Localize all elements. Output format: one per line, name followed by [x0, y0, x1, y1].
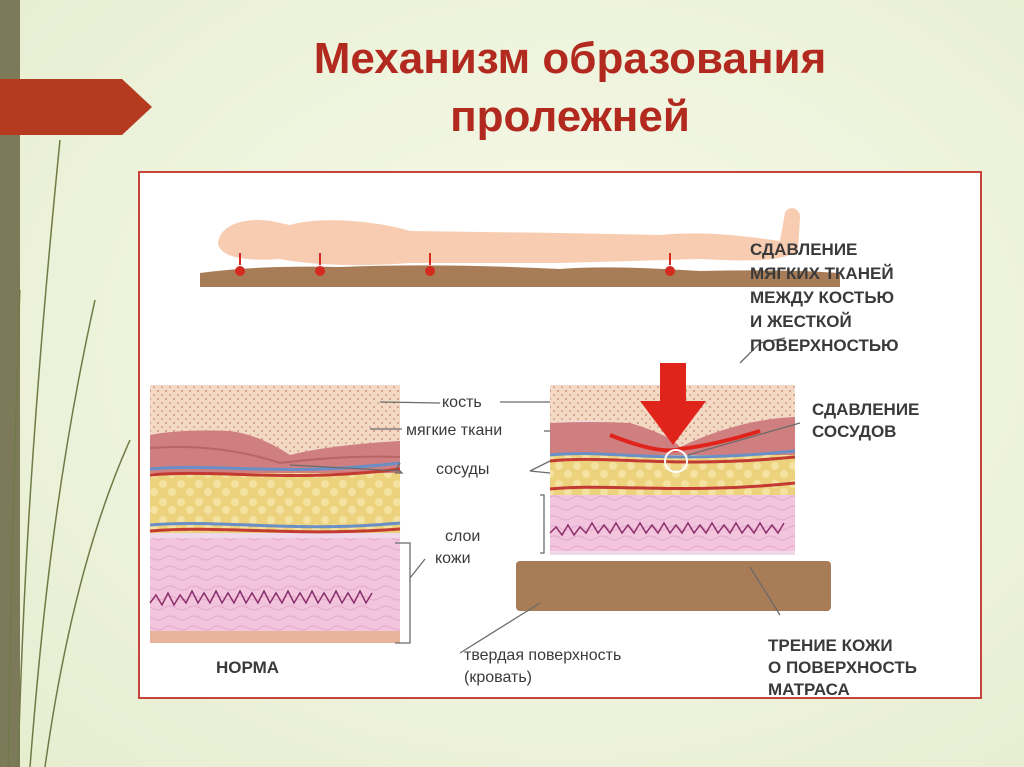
- label-hard-surface: твердая поверхность (кровать): [464, 647, 626, 686]
- pressure-arrow: [640, 363, 706, 445]
- compressed-cross-section: [516, 363, 831, 611]
- label-skin-friction: ТРЕНИЕ КОЖИ О ПОВЕРХНОСТЬ МАТРАСА: [768, 636, 922, 697]
- hard-surface-bed: [516, 561, 831, 611]
- skin-dermis: [150, 538, 400, 633]
- label-soft-tissue: мягкие ткани: [406, 422, 502, 439]
- label-vessels: сосуды: [436, 461, 489, 478]
- skin-epidermis-line: [149, 589, 373, 607]
- skin-dermis-compressed: [550, 495, 795, 551]
- leader-lines: [289, 337, 801, 654]
- vessel-compression-circle: [664, 449, 688, 473]
- lying-body: [218, 208, 800, 266]
- label-compression-vessels: СДАВЛЕНИЕ СОСУДОВ: [812, 400, 924, 441]
- pressure-point-sacrum: [425, 253, 435, 276]
- bedsore-mechanism-figure: СДАВЛЕНИЕ МЯГКИХ ТКАНЕЙ МЕЖДУ КОСТЬЮ И Ж…: [138, 171, 982, 699]
- title-line-2: пролежней: [450, 92, 690, 141]
- pressure-points: [235, 253, 675, 276]
- vessel-red: [149, 467, 401, 477]
- slide-title: Механизм образования пролежней: [190, 30, 950, 146]
- diagram-canvas: СДАВЛЕНИЕ МЯГКИХ ТКАНЕЙ МЕЖДУ КОСТЬЮ И Ж…: [149, 208, 924, 697]
- soft-tissue-compressed: [550, 417, 795, 455]
- title-line-1: Механизм образования: [313, 34, 827, 83]
- decorative-grass-lines: [7, 140, 131, 767]
- pressure-point-head: [235, 253, 245, 276]
- title-arrow-tab: [0, 79, 152, 135]
- labels: СДАВЛЕНИЕ МЯГКИХ ТКАНЕЙ МЕЖДУ КОСТЬЮ И Ж…: [216, 240, 924, 697]
- label-skin-layers: слои кожи: [435, 528, 485, 567]
- normal-cross-section: [149, 385, 401, 643]
- label-compression-soft-tissue: СДАВЛЕНИЕ МЯГКИХ ТКАНЕЙ МЕЖДУ КОСТЬЮ И Ж…: [750, 240, 899, 355]
- vessel-blue: [149, 461, 401, 471]
- bone-layer: [150, 385, 400, 455]
- soft-tissue-layer: [150, 430, 400, 473]
- label-normal: НОРМА: [216, 658, 279, 677]
- pressure-point-heel: [665, 253, 675, 276]
- left-side-bar: [0, 0, 20, 767]
- label-bone: кость: [442, 394, 482, 411]
- top-mattress: [200, 265, 840, 287]
- lying-body-illustration: [200, 208, 840, 287]
- pressure-point-back: [315, 253, 325, 276]
